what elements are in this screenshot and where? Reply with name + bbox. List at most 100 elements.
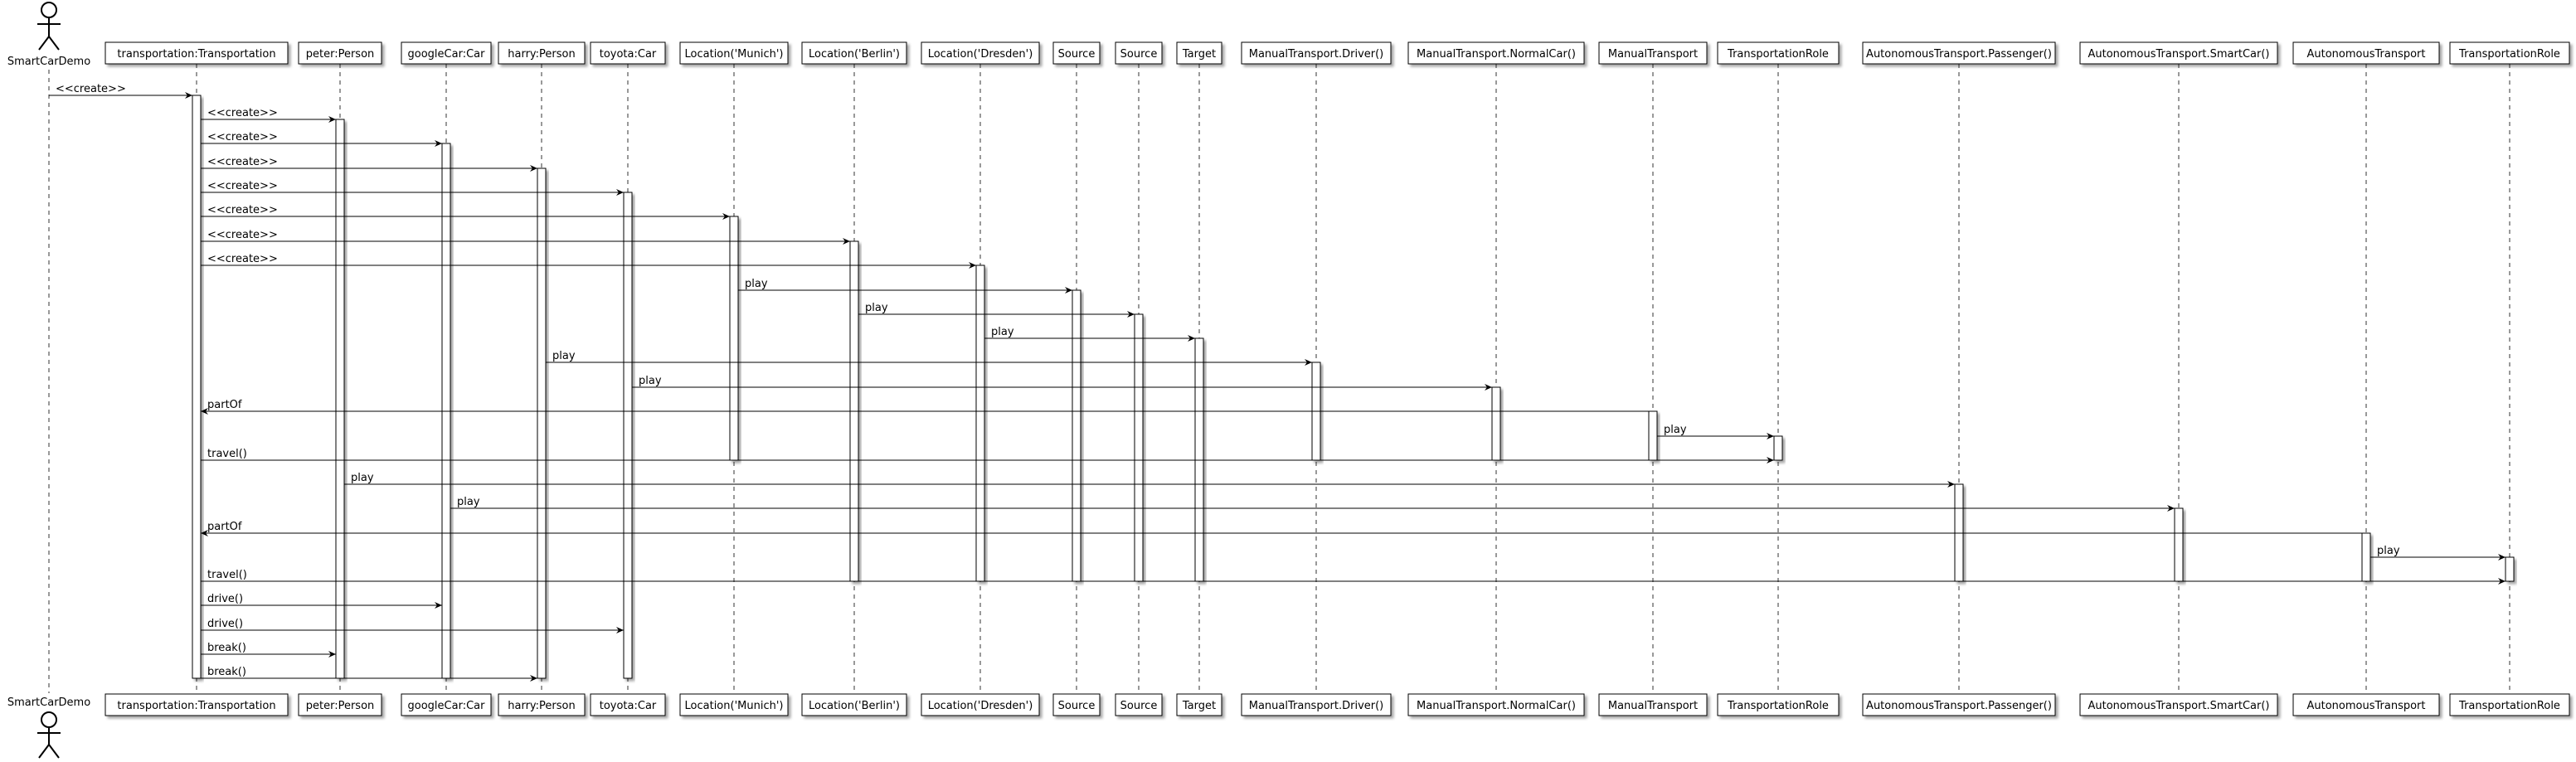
participant-target-bottom[interactable]: Target — [1176, 693, 1222, 716]
participant-autonomoustransport-smartcar-bottom[interactable]: AutonomousTransport.SmartCar() — [2079, 693, 2278, 716]
participant-label: ManualTransport.Driver() — [1249, 48, 1384, 61]
arrowhead — [2167, 505, 2175, 512]
participant-autonomoustransport-passenger-top[interactable]: AutonomousTransport.Passenger() — [1862, 41, 2056, 65]
participant-box — [2079, 693, 2278, 716]
participant-label: AutonomousTransport.SmartCar() — [2088, 700, 2270, 712]
participant-label: Source — [1058, 700, 1096, 712]
participant-location-berlin-top[interactable]: Location('Berlin') — [801, 41, 907, 65]
participant-toyota-car-bottom[interactable]: toyota:Car — [590, 693, 666, 716]
participant-manualtransport-normalcar-bottom[interactable]: ManualTransport.NormalCar() — [1407, 693, 1585, 716]
participant-manualtransport-driver-bottom[interactable]: ManualTransport.Driver() — [1241, 693, 1392, 716]
participant-source-top[interactable]: Source — [1115, 41, 1163, 65]
participant-label: Source — [1120, 48, 1158, 61]
message-label: play — [1664, 424, 1687, 436]
message-create: <<create>> — [201, 156, 537, 172]
participant-box — [679, 693, 789, 716]
participant-harry-person-top[interactable]: harry:Person — [498, 41, 586, 65]
participant-label: Location('Munich') — [685, 700, 784, 712]
participant-label: TransportationRole — [1727, 700, 1829, 712]
participant-box — [1407, 41, 1585, 65]
message-label: break() — [207, 666, 246, 678]
activation-bar — [1134, 313, 1144, 582]
message-label: drive() — [207, 593, 243, 605]
participant-label: AutonomousTransport — [2306, 48, 2425, 61]
message-break: break() — [201, 666, 537, 682]
participant-label: Target — [1182, 700, 1216, 712]
participant-harry-person-bottom[interactable]: harry:Person — [498, 693, 586, 716]
participant-manualtransport-normalcar-top[interactable]: ManualTransport.NormalCar() — [1407, 41, 1585, 65]
participant-box — [1717, 693, 1840, 716]
activation-bar — [2174, 507, 2184, 582]
participant-googlecar-car-top[interactable]: googleCar:Car — [401, 41, 492, 65]
participant-location-dresden-top[interactable]: Location('Dresden') — [921, 41, 1040, 65]
participant-label: ManualTransport — [1608, 48, 1698, 61]
participant-transportation-transportation-top[interactable]: transportation:Transportation — [104, 41, 289, 65]
participant-box — [298, 693, 382, 716]
participant-manualtransport-driver-top[interactable]: ManualTransport.Driver() — [1241, 41, 1392, 65]
participant-toyota-car-top[interactable]: toyota:Car — [590, 41, 666, 65]
message-create: <<create>> — [201, 204, 730, 220]
message-label: <<create>> — [207, 229, 278, 241]
arrowhead — [1767, 433, 1774, 439]
message-label: <<create>> — [207, 107, 278, 119]
message-label: play — [865, 302, 888, 314]
message-label: break() — [207, 642, 246, 654]
participant-autonomoustransport-passenger-bottom[interactable]: AutonomousTransport.Passenger() — [1862, 693, 2056, 716]
participant-googlecar-car-bottom[interactable]: googleCar:Car — [401, 693, 492, 716]
activation-bar — [192, 95, 202, 679]
arrowhead — [435, 602, 442, 609]
participant-box — [2292, 41, 2440, 65]
participant-target-top[interactable]: Target — [1176, 41, 1222, 65]
participant-manualtransport-top[interactable]: ManualTransport — [1598, 41, 1708, 65]
participant-heads: transportation:Transportation transportat… — [104, 41, 2570, 716]
message-create: <<create>> — [201, 253, 976, 269]
participant-transportationrole-top[interactable]: TransportationRole — [1717, 41, 1840, 65]
participant-autonomoustransport-smartcar-top[interactable]: AutonomousTransport.SmartCar() — [2079, 41, 2278, 65]
participant-peter-person-bottom[interactable]: peter:Person — [298, 693, 382, 716]
participant-source-bottom[interactable]: Source — [1115, 693, 1163, 716]
arrowhead — [530, 165, 537, 172]
message-label: <<create>> — [56, 83, 126, 95]
participant-peter-person-top[interactable]: peter:Person — [298, 41, 382, 65]
arrowhead — [722, 213, 730, 220]
participant-box — [1115, 693, 1163, 716]
message-play: play — [546, 350, 1312, 366]
arrowhead — [328, 651, 336, 658]
participant-source-bottom[interactable]: Source — [1052, 693, 1101, 716]
participant-label: harry:Person — [508, 48, 575, 61]
message-drive: drive() — [201, 593, 442, 609]
participant-manualtransport-bottom[interactable]: ManualTransport — [1598, 693, 1708, 716]
message-break: break() — [201, 642, 336, 658]
participant-box — [921, 693, 1040, 716]
participant-source-top[interactable]: Source — [1052, 41, 1101, 65]
arrowhead — [1767, 457, 1774, 464]
actor-icon — [37, 711, 61, 759]
participant-label: Target — [1182, 48, 1216, 61]
message-label: partOf — [207, 521, 242, 533]
participant-transportationrole-bottom[interactable]: TransportationRole — [2449, 693, 2570, 716]
participant-autonomoustransport-bottom[interactable]: AutonomousTransport — [2292, 693, 2440, 716]
participant-autonomoustransport-top[interactable]: AutonomousTransport — [2292, 41, 2440, 65]
message-play: play — [450, 496, 2175, 512]
participant-location-munich-top[interactable]: Location('Munich') — [679, 41, 789, 65]
participant-box — [679, 41, 789, 65]
message-label: drive() — [207, 618, 243, 630]
participant-transportationrole-bottom[interactable]: TransportationRole — [1717, 693, 1840, 716]
participant-label: Location('Dresden') — [928, 700, 1033, 712]
participant-label: googleCar:Car — [408, 700, 486, 712]
message-label: play — [745, 278, 768, 290]
participant-label: TransportationRole — [2458, 700, 2560, 712]
participant-label: TransportationRole — [2458, 48, 2560, 61]
participant-location-berlin-bottom[interactable]: Location('Berlin') — [801, 693, 907, 716]
participant-transportation-transportation-bottom[interactable]: transportation:Transportation — [104, 693, 289, 716]
participant-transportationrole-top[interactable]: TransportationRole — [2449, 41, 2570, 65]
arrowhead — [1188, 335, 1195, 342]
message-create: <<create>> — [49, 83, 192, 99]
participant-location-dresden-bottom[interactable]: Location('Dresden') — [921, 693, 1040, 716]
activation-bar — [2361, 532, 2371, 582]
participant-label: ManualTransport — [1608, 700, 1698, 712]
message-play: play — [344, 472, 1955, 488]
participant-location-munich-bottom[interactable]: Location('Munich') — [679, 693, 789, 716]
participant-box — [2449, 693, 2570, 716]
arrowhead — [328, 116, 336, 123]
